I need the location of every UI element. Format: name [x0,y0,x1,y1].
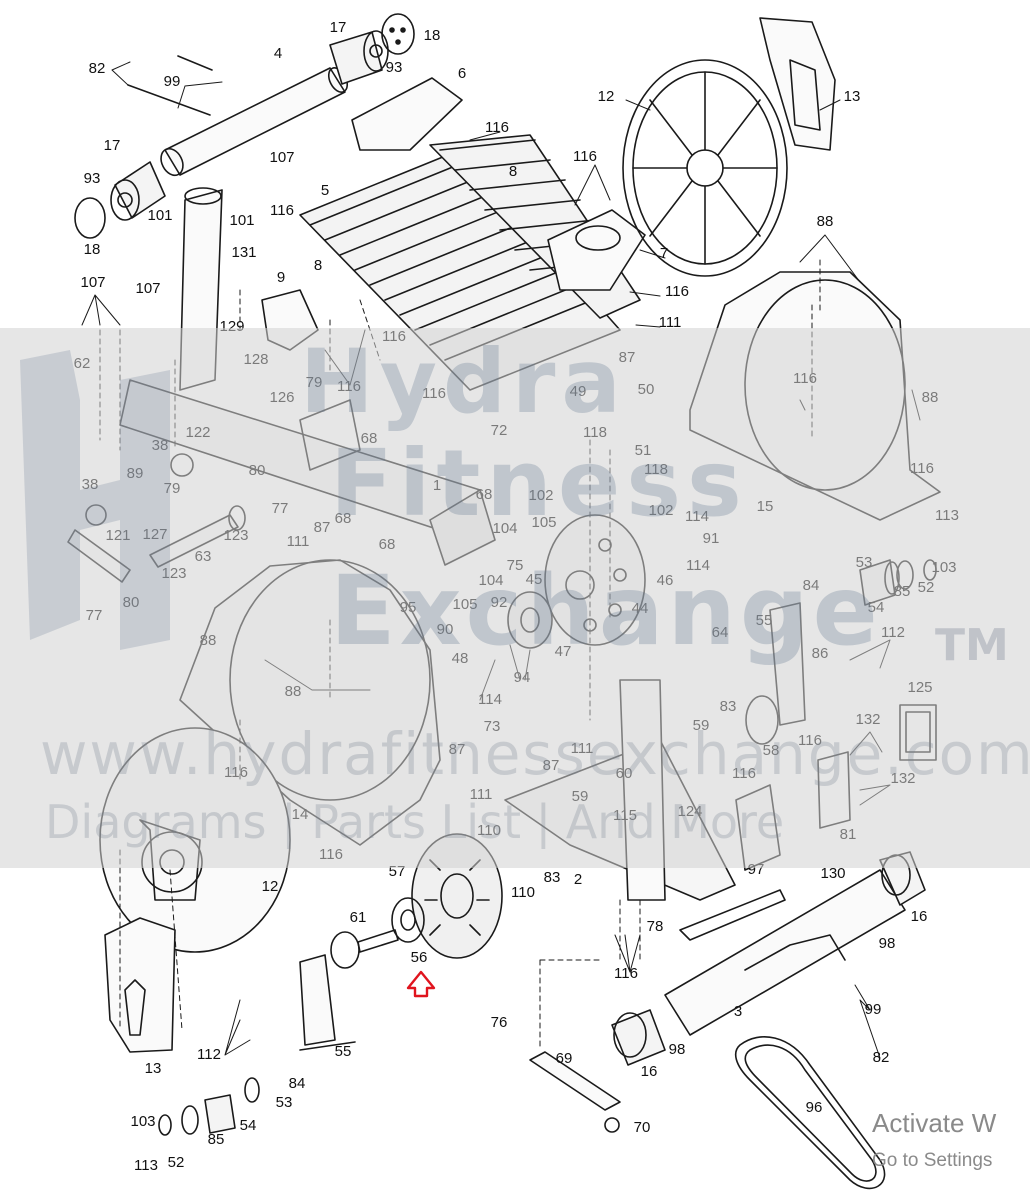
part-label: 17 [330,19,347,36]
part-label: 130 [820,865,845,882]
end-cap-part-18-left [74,197,106,239]
part-label: 52 [168,1154,185,1171]
bolt-82 [127,55,213,116]
top-pad-part-6 [351,77,463,151]
activate-windows-text: Activate W [872,1108,997,1138]
part-label: 9 [277,269,285,286]
part-label: 5 [321,182,329,199]
part-label: 110 [511,884,535,901]
part-label: 93 [84,170,101,187]
part-label: 18 [84,241,101,258]
part-label: 70 [634,1119,651,1136]
part-label: 12 [262,878,279,895]
part-label: 12 [598,88,615,105]
part-label: 76 [491,1014,508,1031]
part-label: 99 [865,1001,882,1018]
part-label: 78 [647,918,664,935]
watermark-brand-line2: Fitness [330,430,748,537]
part-label: 16 [641,1063,658,1080]
part-label: 116 [270,202,294,219]
crank-part-55-bottom [299,954,356,1051]
part-label: 107 [80,274,105,291]
part-label: 112 [197,1046,221,1063]
axle-part-61 [330,929,399,969]
part-label: 61 [350,909,367,926]
rear-drum-part-4 [160,67,349,177]
part-label: 69 [556,1050,573,1067]
part-label: 17 [104,137,121,154]
end-cap-part-17-left [110,161,166,221]
part-label: 54 [240,1117,257,1134]
part-label: 93 [386,59,403,76]
watermark-tagline: Diagrams | Parts List | And More [45,795,785,849]
part-label: 101 [147,207,172,224]
part-label: 116 [614,965,638,982]
pedal-part-7 [547,209,646,291]
part-label: 82 [873,1049,890,1066]
part-label: 98 [879,935,896,952]
shroud-part-13-bottom [104,917,176,1053]
go-to-settings-link[interactable]: Go to Settings [872,1150,993,1171]
part-label: 83 [544,869,561,886]
part-label: 107 [135,280,160,297]
part-label: 85 [208,1131,225,1148]
part-label: 96 [806,1099,823,1116]
part-label: 84 [289,1075,306,1092]
part-label: 107 [269,149,294,166]
part-label: 13 [844,88,861,105]
watermark-brand-line1: Hydra [300,330,627,433]
part-label: 131 [231,244,256,261]
part-label: 113 [134,1157,158,1174]
part-label: 116 [573,148,597,165]
part-label: 2 [574,871,582,888]
watermark-brand-line3: Exchange [330,555,882,667]
part-label: 8 [314,257,322,274]
flywheel-part-12-top [622,59,788,277]
part-label: 98 [669,1041,686,1058]
part-label: 99 [164,73,181,90]
watermark-url: www.hydrafitnessexchange.com [40,720,1030,788]
part-label: 3 [734,1003,742,1020]
part-label: 55 [335,1043,352,1060]
part-label: 116 [485,119,509,136]
part-label: 18 [424,27,441,44]
watermark-logo-icon [20,350,170,650]
end-cap-part-17-top [329,30,389,85]
part-label: 103 [130,1113,155,1130]
shroud-part-13-top [759,17,836,151]
part-label: 116 [665,283,689,300]
part-label: 101 [229,212,254,229]
watermark-trademark: TM [935,620,1009,671]
end-cap-part-16-left [611,1009,666,1066]
drive-belt-part-96 [734,1036,886,1190]
highlight-arrow-icon [406,970,436,998]
watermark-band [0,328,1030,868]
part-label: 111 [659,314,682,331]
part-label: 6 [458,65,466,82]
part-label: 8 [509,163,517,180]
stabilizer-part-3 [664,869,906,1036]
part-label: 4 [274,45,282,62]
part-label: 7 [660,245,668,262]
part-label: 53 [276,1094,293,1111]
bearing-part-54-bottom [158,1077,260,1136]
part-label: 88 [817,213,834,230]
part-label: 56 [411,949,428,966]
part-label: 16 [911,908,928,925]
end-cap-part-18-top [381,13,415,55]
sprocket-part-56 [391,897,425,943]
part-label: 82 [89,60,106,77]
part-label: 13 [145,1060,162,1077]
stabilizer-bar-part-69 [529,1051,621,1133]
